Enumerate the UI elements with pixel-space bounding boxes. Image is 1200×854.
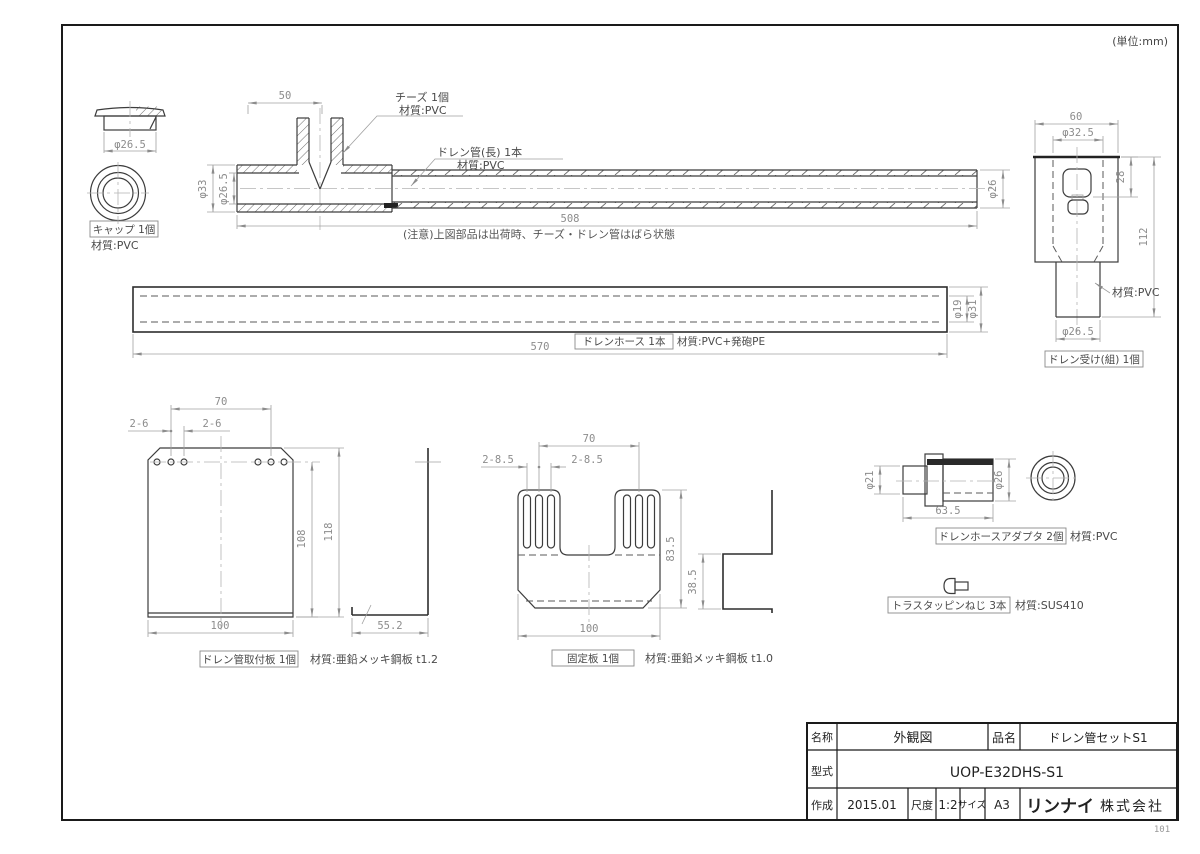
receiver-material: 材質:PVC [1112,285,1160,299]
page-number: 101 [1154,825,1170,835]
mount-plate-label: ドレン管取付板 1個 [202,653,296,666]
fix-plate-view: 70 2-8.5 2-8.5 83.5 100 38.5 固定板 1個 材質:亜… [481,433,773,667]
title-date-label: 作成 [811,799,833,812]
fix-plate-height-dim: 83.5 [665,536,677,561]
title-size-value: A3 [994,798,1010,812]
pipe-dia-dim: φ26 [987,180,999,199]
title-scale-label: 尺度 [911,798,933,812]
title-product-label: 品名 [992,730,1016,745]
title-date-value: 2015.01 [847,798,897,812]
sheet-border [61,24,1179,821]
adapter-label: ドレンホースアダプタ 2個 [939,530,1064,543]
title-name-value: 外観図 [893,731,932,746]
cap-label: キャップ 1個 [93,223,156,236]
title-name-label: 名称 [811,730,833,744]
title-product-value: ドレン管セットS1 [1048,730,1147,745]
mount-plate-side-width-dim: 55.2 [377,620,402,632]
screw-view: トラスタッピンねじ 3本 材質:SUS410 [887,577,1084,614]
mount-plate-view: 70 2-6 2-6 108 118 100 55.2 ドレン管取付板 1個 材… [128,396,441,668]
mount-plate-height-dim: 118 [323,523,335,542]
fix-plate-label: 固定板 1個 [567,652,619,665]
tee-pipe-assembly: 50 φ33 [197,90,1010,241]
hose-label: ドレンホース 1本 [583,335,666,348]
fix-plate-slot-span-dim: 70 [583,433,596,445]
adapter-length-dim: 63.5 [935,505,960,517]
title-model-value: UOP-E32DHS-S1 [950,765,1064,781]
hose-length-dim: 570 [531,341,550,353]
receiver-outlet-dia-dim: φ26.5 [1062,326,1094,338]
receiver-height-dim: 112 [1138,228,1150,247]
company-logo-text: リンナイ [1026,797,1094,817]
tee-width-dim: 50 [279,90,292,102]
screw-label: トラスタッピンねじ 3本 [892,599,1007,612]
tee-inner-dia-dim: φ26.5 [218,173,230,205]
drain-pipe-label: ドレン管(長) 1本 [437,145,522,159]
tee-outer-dia-dim: φ33 [197,180,209,199]
fix-plate-material: 材質:亜鉛メッキ鋼板 t1.0 [645,651,773,665]
adapter-large-dia-dim: φ26 [993,471,1005,490]
cap-views: φ26.5 キャップ 1個 材質:PVC [87,101,166,252]
hose-adapter-view: φ21 φ26 63.5 ドレンホースアダプタ 2個 材質:PVC [864,451,1118,545]
title-model-label: 型式 [811,764,833,778]
receiver-depth-dim: 28 [1115,171,1127,184]
tee-label: チーズ 1個 [395,90,449,104]
drain-pipe-material: 材質:PVC [457,158,505,172]
drain-receiver-view: 60 φ32.5 28 112 材質:PVC φ26.5 [1033,111,1161,368]
mount-plate-hole-span-dim: 70 [215,396,228,408]
title-block: 名称 外観図 品名 ドレン管セットS1 型式 UOP-E32DHS-S1 作成 … [806,722,1178,821]
receiver-width-dim: 60 [1070,111,1083,123]
mount-plate-holes-right-dim: 2-6 [203,418,222,430]
pipe-length-dim: 508 [561,213,580,225]
drain-hose-view: φ19 φ31 570 ドレンホース 1本 材質:PVC+発砲PE [132,286,988,358]
mount-plate-width-dim: 100 [211,620,230,632]
adapter-material: 材質:PVC [1070,529,1118,543]
screw-material: 材質:SUS410 [1015,598,1084,612]
fix-plate-slots-left-dim: 2-8.5 [482,454,514,466]
mount-plate-material: 材質:亜鉛メッキ鋼板 t1.2 [310,652,438,666]
title-scale-value: 1:2 [938,798,957,812]
cap-diameter-dim: φ26.5 [114,139,146,151]
title-size-label: サイズ [958,799,987,811]
fix-plate-width-dim: 100 [580,623,599,635]
cap-material: 材質:PVC [91,238,139,252]
company-suffix-text: 株式会社 [1100,799,1164,815]
hose-outer-dia-dim: φ31 [967,300,979,319]
receiver-top-dia-dim: φ32.5 [1062,127,1094,139]
tee-material: 材質:PVC [399,103,447,117]
hose-inner-dia-dim: φ19 [952,300,964,319]
mount-plate-holes-left-dim: 2-6 [130,418,149,430]
fix-plate-slots-right-dim: 2-8.5 [571,454,603,466]
shipping-note: (注意)上図部品は出荷時、チーズ・ドレン管はばら状態 [403,227,675,241]
receiver-label: ドレン受け(組) 1個 [1048,353,1140,366]
adapter-small-dia-dim: φ21 [864,471,876,490]
mount-plate-height-inner-dim: 108 [296,530,308,549]
fix-plate-side-height-dim: 38.5 [687,569,699,594]
hose-material: 材質:PVC+発砲PE [677,335,765,348]
units-note: (単位:mm) [1112,34,1168,48]
